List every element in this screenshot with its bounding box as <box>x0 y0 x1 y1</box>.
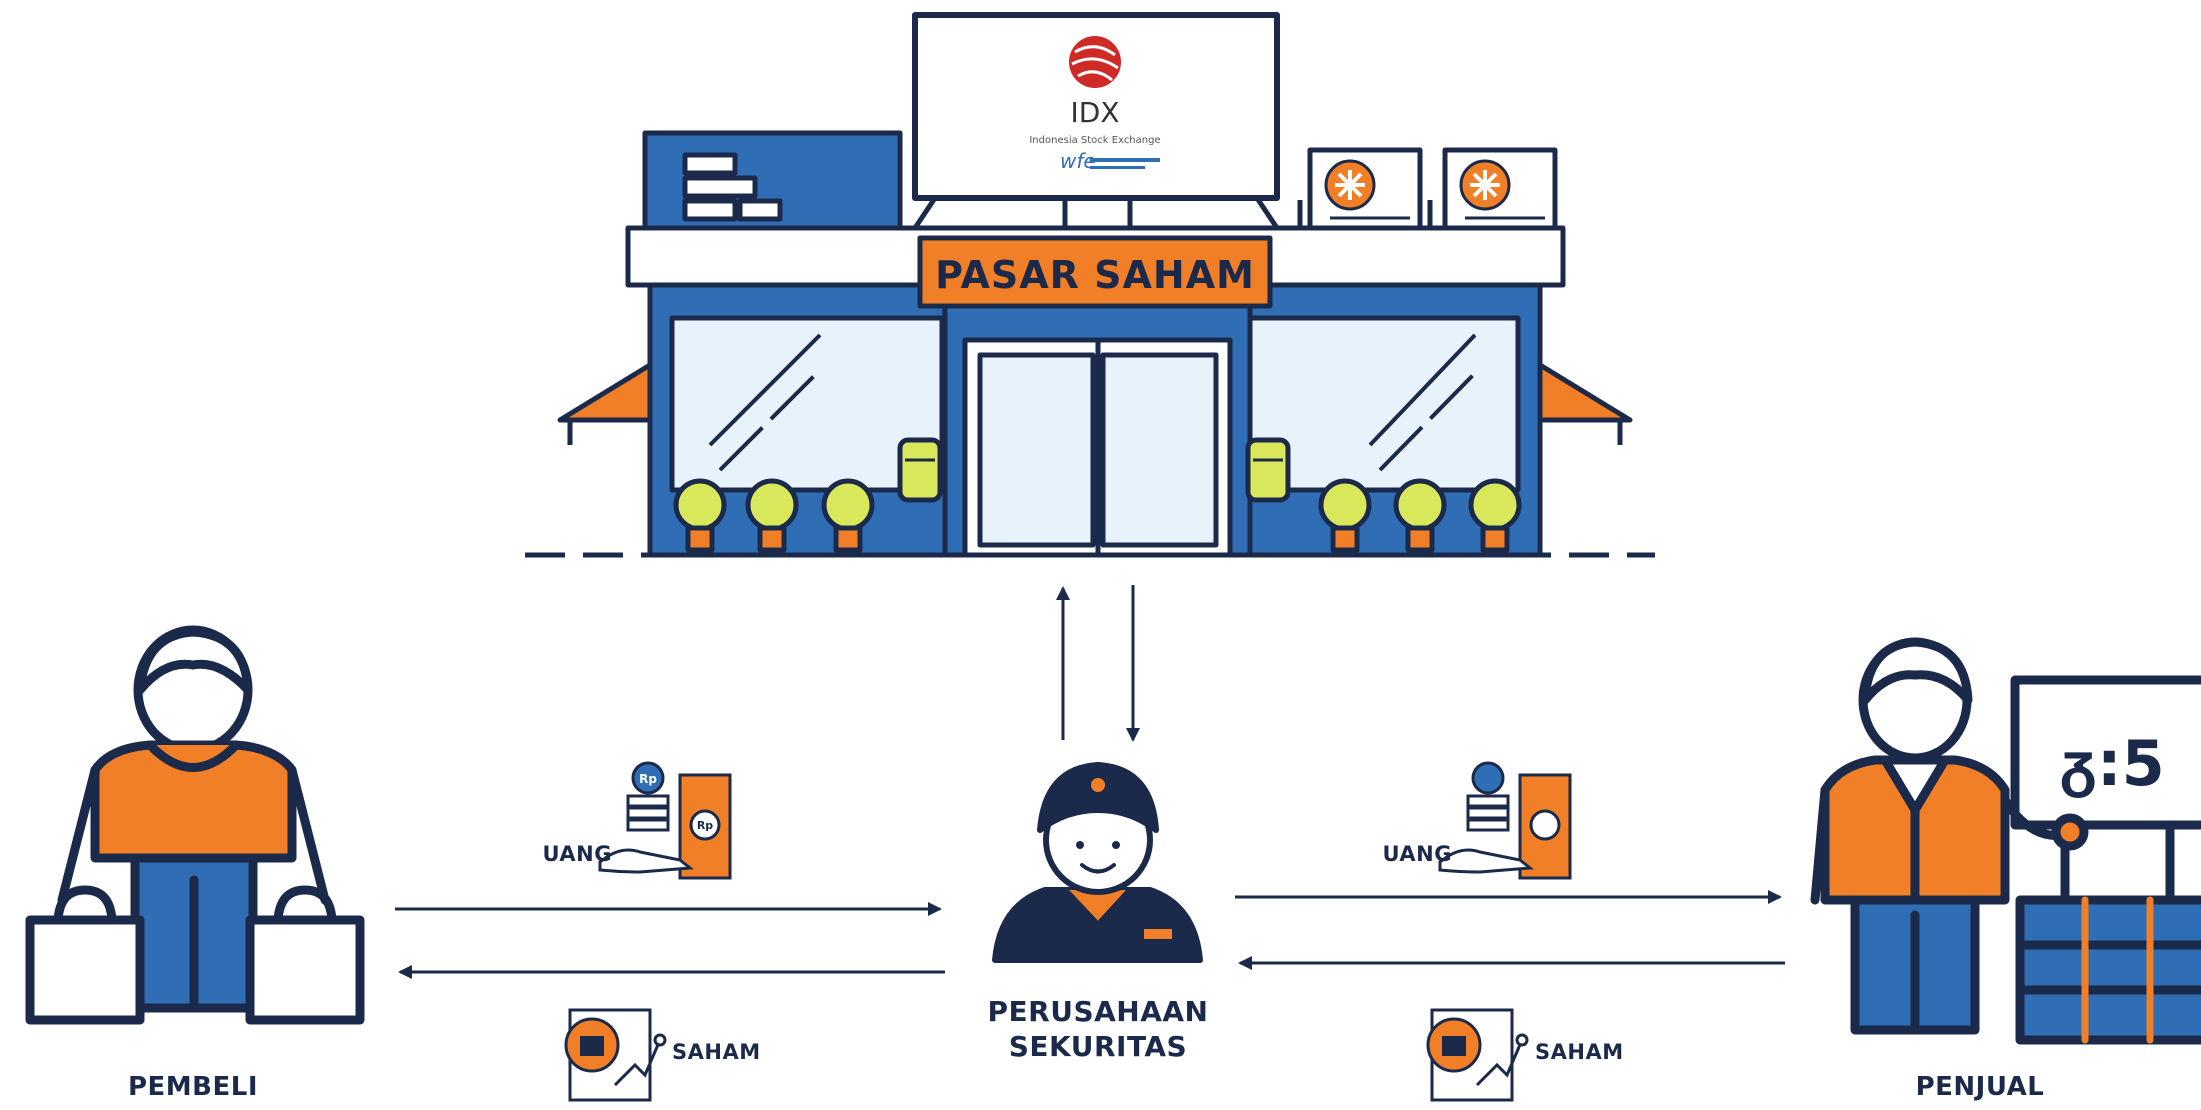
broker-figure <box>995 765 1200 960</box>
broker-label-line2: SEKURITAS <box>958 1030 1238 1063</box>
seller-board-text: ᵹ:5 <box>2059 727 2165 800</box>
money-label-right: UANG <box>1362 842 1452 866</box>
stock-label-left: SAHAM <box>672 1040 772 1064</box>
seller-figure <box>1815 642 2201 1040</box>
note-label: Rp <box>697 819 713 832</box>
idx-tagline: Indonesia Stock Exchange <box>1029 135 1160 146</box>
stock-certificate-icon <box>566 1010 665 1100</box>
ac-unit-icon <box>1300 150 1420 228</box>
coin-label: Rp <box>639 772 657 786</box>
money-icon <box>1440 763 1570 878</box>
stock-certificate-icon <box>1428 1010 1527 1100</box>
exchange-broker-arrows <box>1063 585 1133 740</box>
broker-label-line1: PERUSAHAAN <box>958 995 1238 1028</box>
ac-unit-icon <box>1430 150 1555 228</box>
buyer-figure <box>30 630 360 1020</box>
money-label-left: UANG <box>522 842 612 866</box>
idx-logo-text: IDX <box>1071 96 1120 129</box>
store-sign: PASAR SAHAM <box>935 253 1255 297</box>
seller-label: PENJUAL <box>1900 1072 2060 1102</box>
stock-label-right: SAHAM <box>1535 1040 1635 1064</box>
buyer-label: PEMBELI <box>113 1072 273 1102</box>
